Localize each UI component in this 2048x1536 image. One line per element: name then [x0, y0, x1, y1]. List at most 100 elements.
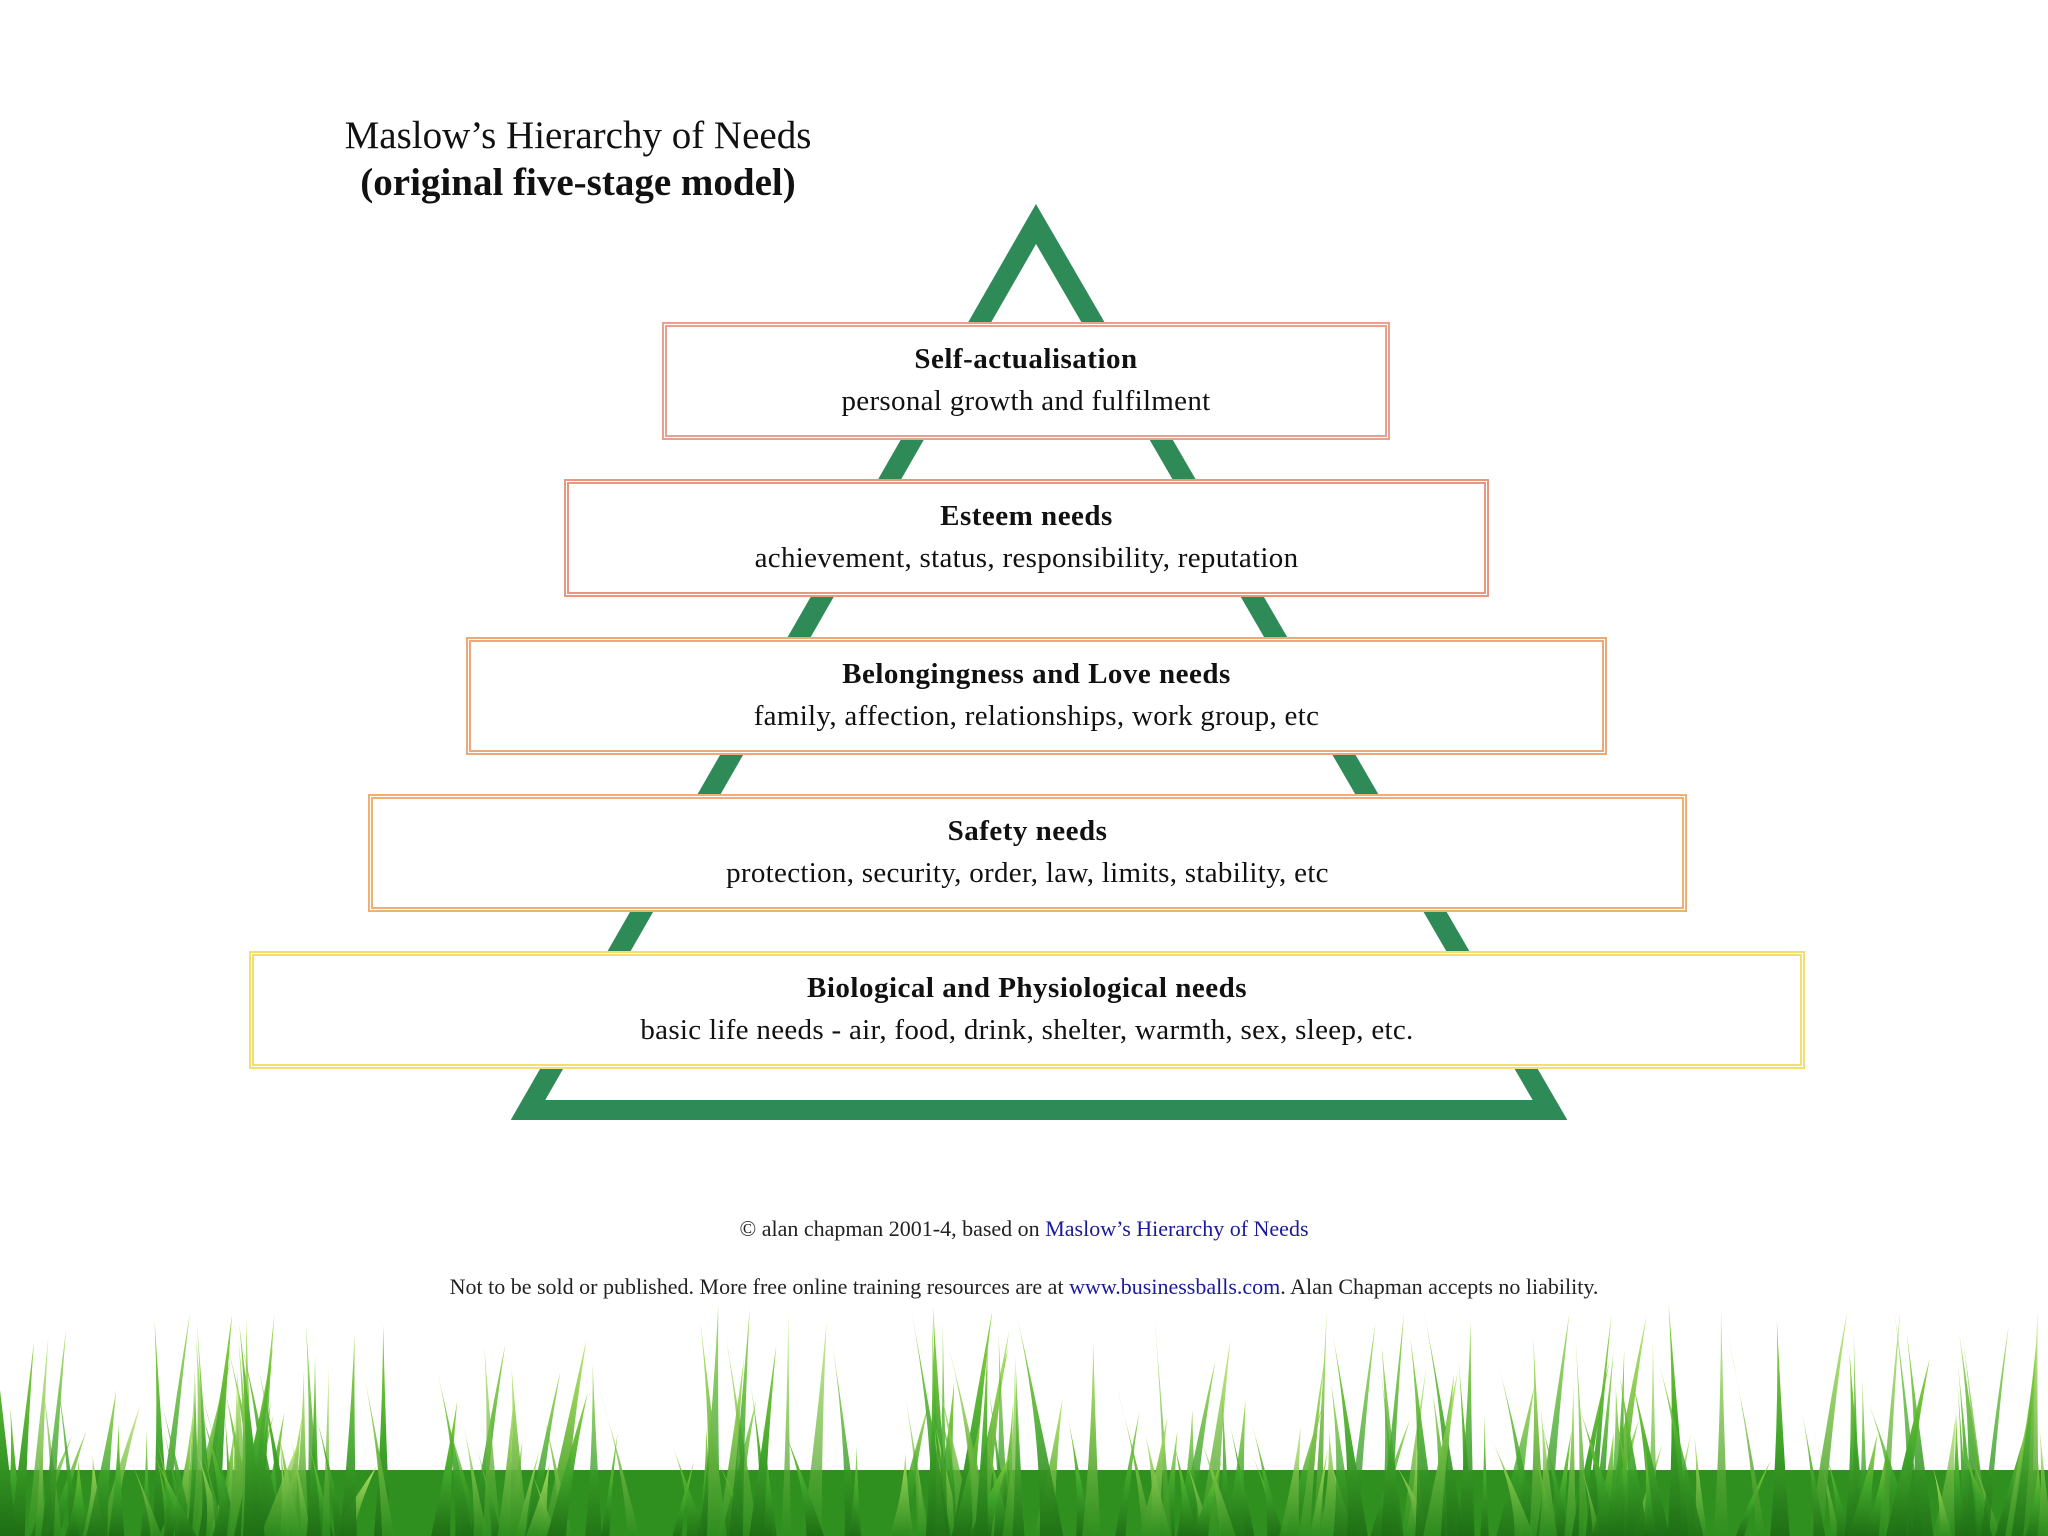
grass-blade [1575, 1337, 1589, 1536]
grass-blade [1885, 1358, 1930, 1536]
grass-blade [1735, 1460, 1771, 1536]
grass-blade [34, 1409, 46, 1536]
tier-biological: Biological and Physiological needs basic… [249, 951, 1805, 1069]
grass-blade [729, 1308, 750, 1536]
grass-blade [1116, 1385, 1154, 1536]
grass-blade [952, 1310, 993, 1536]
grass-blade [802, 1321, 827, 1536]
grass-blade [1659, 1363, 1704, 1536]
grass-blade [1727, 1332, 1766, 1536]
title-line-2: (original five-stage model) [360, 161, 796, 204]
grass-blade [1538, 1409, 1558, 1536]
grass-blade [1197, 1339, 1231, 1536]
grass-blade [1824, 1448, 1851, 1536]
grass-blade [2037, 1429, 2048, 1536]
grass-blade [1630, 1373, 1670, 1536]
grass-blade [9, 1341, 35, 1536]
grass-blade [1529, 1336, 1546, 1536]
grass-blade [1960, 1318, 1989, 1536]
disclaimer-line: Not to be sold or published. More free o… [0, 1274, 2048, 1300]
businessballs-link[interactable]: www.businessballs.com [1069, 1274, 1281, 1299]
grass-blade [260, 1436, 301, 1536]
grass-blade [1423, 1371, 1458, 1536]
grass-blade [1191, 1460, 1222, 1536]
copyright-line: © alan chapman 2001-4, based on Maslow’s… [0, 1216, 2048, 1242]
grass-blade [1981, 1324, 2009, 1536]
grass-blade [1537, 1408, 1571, 1536]
disclaimer-text-start: Not to be sold or published. More free o… [449, 1274, 1070, 1299]
grass-blade [247, 1314, 275, 1536]
grass-blade [1410, 1336, 1438, 1536]
grass-blade [525, 1462, 550, 1536]
grass-blade [1380, 1346, 1404, 1536]
grass-blade [54, 1360, 79, 1536]
title-line-1: Maslow’s Hierarchy of Needs [344, 114, 812, 157]
grass-blade [1713, 1308, 1729, 1536]
grass-blade [528, 1465, 557, 1536]
grass-blade [1173, 1441, 1198, 1536]
grass-blade [601, 1432, 618, 1536]
grass-blade [1851, 1333, 1861, 1536]
grass-blade [673, 1448, 706, 1536]
grass-blade [1154, 1315, 1172, 1536]
grass-blade [463, 1425, 488, 1536]
grass-blade [749, 1345, 777, 1536]
grass-blade [1198, 1434, 1236, 1536]
grass-blade [1564, 1384, 1577, 1536]
disclaimer-text-end: . Alan Chapman accepts no liability. [1280, 1274, 1599, 1299]
grass-blade [1809, 1309, 1848, 1536]
copyright-text: © alan chapman 2001-4, based on [739, 1216, 1046, 1241]
grass-blade [1605, 1385, 1628, 1536]
grass-blade [1082, 1340, 1101, 1536]
grass-blade [0, 1389, 17, 1536]
grass-blade [152, 1453, 197, 1536]
grass-blade [360, 1358, 395, 1536]
grass-blade [239, 1322, 265, 1536]
grass-blade [497, 1396, 514, 1536]
grass-blade [1224, 1399, 1246, 1536]
tier-description: achievement, status, responsibility, rep… [754, 542, 1299, 574]
grass-blade [1585, 1314, 1612, 1536]
grass-blade [1220, 1384, 1231, 1536]
grass-blade [1224, 1402, 1255, 1536]
grass-blade [672, 1461, 694, 1536]
tier-title: Safety needs [947, 815, 1108, 847]
maslow-link[interactable]: Maslow’s Hierarchy of Needs [1045, 1216, 1309, 1241]
grass-blade [321, 1366, 331, 1536]
grass-blade [762, 1423, 777, 1536]
grass-blade [41, 1328, 67, 1536]
grass-blade [700, 1320, 727, 1536]
grass-blade [515, 1449, 540, 1536]
grass-blade [585, 1363, 602, 1536]
grass-blade [1012, 1355, 1025, 1536]
grass-blade [292, 1370, 309, 1536]
grass-blade [446, 1417, 482, 1536]
grass-blade [1298, 1357, 1325, 1536]
diagram-title: Maslow’s Hierarchy of Needs (original fi… [278, 112, 878, 206]
grass-blade [108, 1423, 125, 1536]
grass-blade [198, 1314, 233, 1536]
tier-description: personal growth and fulfilment [841, 385, 1211, 417]
tier-title: Esteem needs [940, 500, 1113, 532]
grass-blade [1251, 1424, 1283, 1536]
tier-description: basic life needs - air, food, drink, she… [640, 1014, 1414, 1046]
grass-blade [26, 1336, 49, 1536]
grass-blade [158, 1392, 195, 1536]
grass-blade [832, 1346, 860, 1536]
grass-blade [65, 1460, 89, 1536]
grass-blade [1115, 1411, 1140, 1536]
grass-blade [473, 1438, 502, 1536]
grass-blade [1619, 1375, 1649, 1536]
grass-blade [1847, 1433, 1878, 1536]
grass-blade [86, 1389, 117, 1536]
grass-blade [309, 1394, 347, 1536]
grass-blade [339, 1334, 357, 1536]
tier-esteem: Esteem needs achievement, status, respon… [564, 479, 1489, 597]
grass-blade [1422, 1303, 1464, 1536]
grass-blade [781, 1311, 792, 1536]
grass-blade [1457, 1321, 1475, 1536]
grass-blade [306, 1355, 321, 1536]
grass-blade [2023, 1311, 2040, 1536]
tier-belongingness: Belongingness and Love needs family, aff… [466, 637, 1607, 755]
grass-blade [1480, 1413, 1489, 1536]
